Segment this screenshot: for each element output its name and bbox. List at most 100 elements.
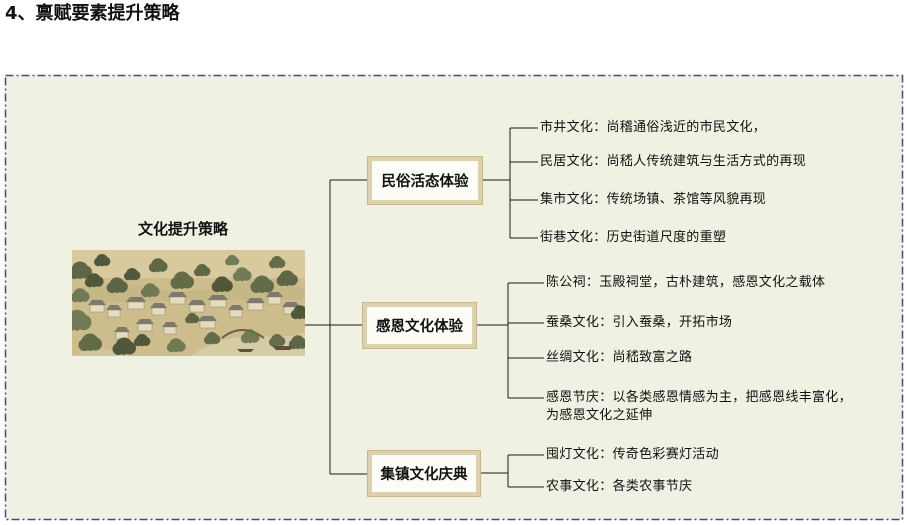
- painting-tree: [170, 271, 194, 289]
- painting-tree: [185, 312, 200, 324]
- tree-canopy: [131, 270, 141, 280]
- house-roof: [198, 316, 217, 321]
- house-roof: [266, 292, 283, 297]
- painting-tree: [166, 338, 186, 353]
- tree-canopy: [116, 280, 128, 293]
- painting-tree: [225, 254, 240, 266]
- house-wall: [127, 301, 145, 310]
- house-roof: [150, 303, 167, 308]
- tree-canopy: [106, 282, 118, 294]
- tree-canopy: [299, 308, 305, 319]
- painting-tree: [78, 333, 102, 351]
- tree-canopy: [141, 336, 151, 346]
- node-gratitude-experience: 感恩文化体验: [362, 302, 477, 349]
- house-wall: [247, 302, 264, 311]
- tree-canopy: [93, 276, 104, 287]
- tree-canopy: [185, 316, 193, 324]
- item-lantern-culture: 囤灯文化：传奇色彩赛灯活动: [546, 446, 719, 464]
- painting-house: [162, 322, 178, 335]
- painting-boat: [237, 349, 254, 352]
- root-node-label: 文化提升策略: [138, 220, 229, 238]
- tree-canopy: [221, 279, 233, 292]
- item-text: 蚕桑文化：引入蚕桑，开拓市场: [546, 315, 733, 330]
- tree-canopy: [297, 338, 305, 349]
- item-street-life-culture: 市井文化：尚稽通俗浅近的市民文化，: [540, 119, 766, 137]
- tree-canopy: [203, 335, 213, 345]
- house-roof: [88, 300, 106, 305]
- item-text: 民居文化：尚嵇人传统建筑与生活方式的再现: [540, 154, 807, 169]
- tree-canopy: [211, 281, 223, 293]
- tree-canopy: [261, 279, 274, 293]
- tree-canopy: [79, 265, 92, 279]
- painting-tree: [250, 275, 274, 293]
- house-roof: [114, 327, 130, 332]
- painting-house: [198, 316, 217, 329]
- tree-canopy: [211, 334, 221, 344]
- house-roof: [282, 302, 300, 307]
- painting-ground: [72, 279, 305, 302]
- tree-canopy: [170, 277, 183, 289]
- item-text-line-1: 感恩节庆：以各类感恩情感为主，把感恩线丰富化，: [546, 390, 852, 405]
- tree-canopy: [241, 270, 252, 281]
- tree-canopy: [232, 271, 243, 282]
- painting-house: [208, 295, 228, 308]
- item-sericulture-culture: 蚕桑文化：引入蚕桑，开拓市场: [546, 314, 732, 332]
- node-label: 集镇文化庆典: [380, 467, 468, 483]
- painting-tree: [290, 305, 305, 320]
- tree-canopy: [276, 336, 286, 346]
- painting-house: [228, 305, 244, 318]
- tree-canopy: [72, 292, 81, 303]
- tree-canopy: [157, 261, 168, 272]
- tree-canopy: [268, 337, 278, 347]
- tree-canopy: [175, 341, 186, 352]
- tree-canopy: [72, 267, 81, 279]
- painting-tree: [72, 288, 90, 303]
- item-text: 陈公祠：玉殿祠堂，古朴建筑，感恩文化之载体: [546, 275, 826, 290]
- item-text: 囤灯文化：传奇色彩赛灯活动: [546, 447, 719, 462]
- tree-canopy: [148, 262, 159, 273]
- tree-canopy: [249, 332, 260, 343]
- node-folk-experience: 民俗活态体验: [367, 156, 483, 205]
- painting-tree: [203, 332, 221, 345]
- house-roof: [208, 295, 228, 300]
- item-text: 集市文化：传统场镇、茶馆等风貌再现: [540, 192, 767, 207]
- house-wall: [169, 296, 186, 305]
- painting-house: [126, 297, 146, 310]
- house-wall: [267, 296, 282, 305]
- painting-house: [246, 298, 265, 311]
- tree-canopy: [290, 309, 301, 320]
- house-roof: [136, 319, 154, 324]
- item-text: 丝绸文化：尚嵇致富之路: [546, 350, 693, 365]
- painting-tree: [268, 256, 286, 269]
- tree-canopy: [250, 281, 263, 293]
- painting-tree: [72, 261, 92, 279]
- item-folk-dwelling-culture: 民居文化：尚嵇人传统建筑与生活方式的再现: [540, 153, 806, 171]
- tree-canopy: [240, 333, 251, 344]
- item-lane-culture: 街巷文化：历史街道尺度的重塑: [540, 229, 726, 247]
- tree-canopy: [193, 267, 203, 277]
- house-roof: [228, 305, 244, 310]
- painting-tree: [148, 258, 168, 273]
- painting-boat: [272, 346, 294, 350]
- node-label: 民俗活态体验: [381, 174, 469, 190]
- tree-canopy: [191, 315, 200, 324]
- tree-canopy: [79, 291, 90, 302]
- node-town-festival: 集镇文化庆典: [367, 450, 481, 497]
- house-wall: [189, 304, 205, 313]
- tree-canopy: [225, 258, 233, 266]
- painting-house: [188, 300, 206, 313]
- house-roof: [126, 297, 146, 302]
- item-text: 街巷文化：历史街道尺度的重塑: [540, 230, 727, 245]
- tree-canopy: [276, 275, 288, 287]
- tree-canopy: [166, 342, 177, 353]
- item-farming-culture: 农事文化：各类农事节庆: [546, 478, 692, 496]
- tree-canopy: [268, 259, 278, 269]
- painting-house: [136, 319, 154, 332]
- item-market-culture: 集市文化：传统场镇、茶馆等风貌再现: [540, 191, 766, 209]
- painting-haze: [72, 250, 305, 278]
- tree-canopy: [84, 277, 95, 288]
- painting-tree: [268, 334, 286, 347]
- item-text: 市井文化：尚稽通俗浅近的市民文化，: [540, 120, 767, 135]
- painting-house: [106, 305, 122, 318]
- item-text: 农事文化：各类农事节庆: [546, 479, 693, 494]
